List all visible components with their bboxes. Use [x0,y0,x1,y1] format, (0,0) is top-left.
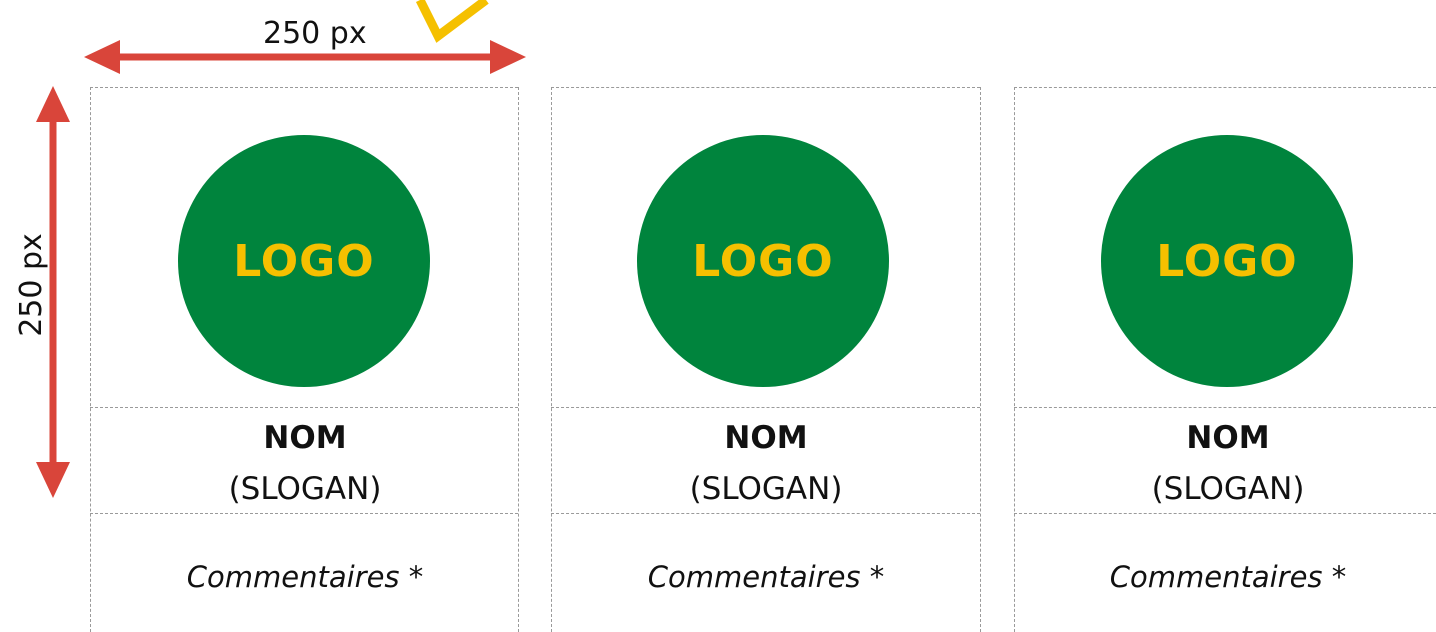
height-dimension-arrow [36,86,70,498]
width-dimension-arrow [84,40,526,74]
card-3-comment: Commentaires * [1109,560,1347,594]
card-2-left-border [551,87,552,632]
card-2-comment: Commentaires * [647,560,885,594]
card-3-name-divider [1014,513,1436,514]
card-1-comment: Commentaires * [186,560,424,594]
card-2-logo-text: LOGO [692,235,834,287]
card-3-logo: LOGO [1101,135,1353,387]
card-1-slogan: (SLOGAN) [228,471,382,507]
card-1-logo: LOGO [178,135,430,387]
card-2-logo-divider [551,407,980,408]
card-2-name: NOM [724,420,808,456]
card-3-logo-text: LOGO [1156,235,1298,287]
card-3-top-border [1014,87,1436,88]
card-1-name-divider [90,513,518,514]
card-3-name: NOM [1186,420,1270,456]
card-2-name-divider [551,513,980,514]
card-2-right-border [980,87,981,632]
card-1-top-border [90,87,518,88]
card-2-top-border [551,87,980,88]
card-2-logo: LOGO [637,135,889,387]
check-mark-icon [415,0,489,43]
card-1-logo-text: LOGO [233,235,375,287]
card-2-slogan: (SLOGAN) [689,471,843,507]
card-3-slogan: (SLOGAN) [1151,471,1305,507]
card-1-name: NOM [263,420,347,456]
card-1-left-border [90,87,91,632]
card-1-logo-divider [90,407,518,408]
card-3-left-border [1014,87,1015,632]
height-dimension-label: 250 px [14,233,49,337]
width-dimension-label: 250 px [263,16,367,51]
card-3-logo-divider [1014,407,1436,408]
card-1-right-border [518,87,519,632]
